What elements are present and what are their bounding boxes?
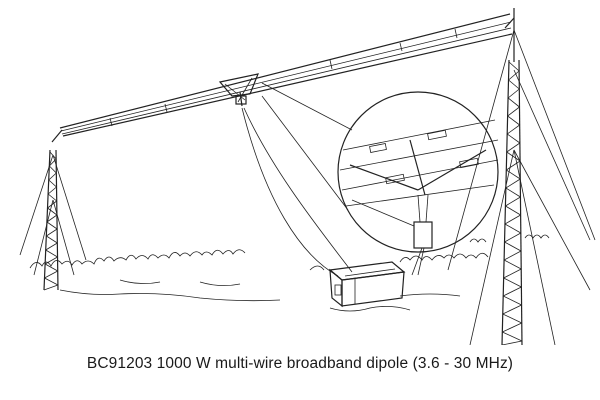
mast-lattice-brace [507,88,520,99]
mast-lattice-brace [44,270,58,279]
mast-lattice-brace [506,133,521,144]
mast-lattice-brace [43,284,59,291]
mast-lattice-brace [505,205,521,216]
mast-lattice-brace [502,304,522,315]
mast-lattice-brace [46,235,58,244]
dipole-wire-cage [51,13,515,143]
mast-lattice-brace [46,214,58,223]
mast-lattice-brace [47,186,57,195]
center-feed-point [218,73,353,277]
mast-lattice-brace [46,221,58,230]
right-lattice-mast [447,8,596,346]
mast-lattice-brace [45,249,58,258]
mast-lattice-brace [46,228,58,237]
mast-lattice-brace [49,165,57,174]
detail-magnifier [261,82,499,276]
mast-lattice-brace [47,207,58,216]
mast-lattice-brace [508,79,520,90]
mast-lattice-brace [44,263,58,272]
mast-lattice-brace [504,241,522,252]
mast-lattice-brace [507,106,520,117]
mast-lattice-brace [503,250,522,261]
left-lattice-mast [19,149,87,291]
mast-lattice-brace [506,160,521,171]
mast-lattice-brace [503,277,522,288]
mast-lattice-brace [502,313,522,324]
mast-lattice-brace [47,193,57,202]
mast-lattice-brace [45,242,58,251]
mast-lattice-brace [502,322,522,333]
mast-lattice-brace [501,340,523,346]
mast-lattice-brace [505,196,521,207]
mast-lattice-brace [44,277,59,286]
mast-lattice-brace [503,286,522,297]
mast-lattice-brace [503,268,522,279]
equipment-shelter [328,261,411,312]
mast-lattice-brace [505,178,521,189]
mast-lattice-brace [507,115,520,126]
mast-lattice-brace [508,70,520,81]
mast-lattice-brace [504,232,522,243]
mast-lattice-brace [505,187,521,198]
mast-lattice-brace [508,61,520,72]
mast-lattice-brace [44,256,58,265]
mast-lattice-brace [503,259,522,270]
mast-lattice-brace [48,172,57,181]
antenna-illustration [19,8,596,346]
mast-lattice-brace [48,179,57,188]
ground-vegetation [29,234,550,302]
mast-lattice-brace [502,331,523,342]
mast-lattice-brace [503,295,522,306]
mast-lattice-brace [506,142,521,153]
mast-lattice-brace [506,124,520,135]
figure-caption: BC91203 1000 W multi-wire broadband dipo… [86,355,514,372]
mast-lattice-brace [504,223,522,234]
mast-lattice-brace [506,151,521,162]
mast-lattice-brace [504,214,521,225]
mast-lattice-brace [506,169,521,180]
mast-lattice-brace [507,97,520,108]
